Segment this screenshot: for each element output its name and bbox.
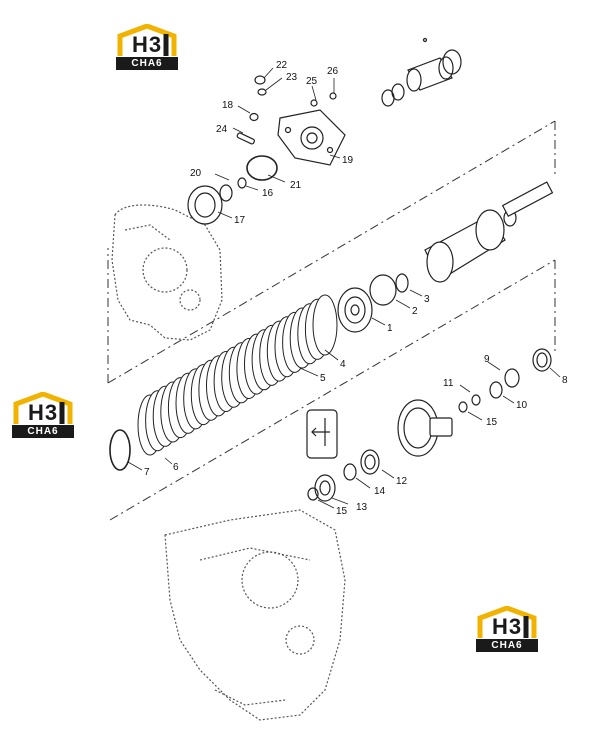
callout-15-left: 15 bbox=[336, 506, 348, 517]
callout-25: 25 bbox=[306, 76, 318, 87]
callout-13: 13 bbox=[356, 502, 368, 513]
brand-mark: H3 bbox=[27, 400, 59, 425]
brand-logo-left: H3 CHA6 bbox=[12, 392, 74, 438]
house-logo-icon bbox=[477, 606, 537, 638]
callout-10: 10 bbox=[516, 400, 528, 411]
bearing-group-upper bbox=[187, 177, 247, 225]
clutch-disc bbox=[312, 294, 338, 356]
callout-21: 21 bbox=[290, 180, 302, 191]
brand-mark: H3 bbox=[131, 32, 163, 57]
callout-8: 8 bbox=[562, 375, 568, 386]
brand-mark: H3 bbox=[491, 614, 523, 639]
house-logo-icon bbox=[13, 392, 73, 424]
leader-lines bbox=[127, 67, 561, 509]
brand-sub: CHA6 bbox=[476, 639, 538, 652]
callout-18: 18 bbox=[222, 100, 234, 111]
piston-group bbox=[381, 37, 462, 107]
bearing-group-lower bbox=[306, 409, 338, 502]
callout-7: 7 bbox=[144, 467, 150, 478]
clutch-disc-stack bbox=[137, 294, 338, 456]
lower-housing-outline bbox=[164, 509, 346, 721]
callout-16: 16 bbox=[262, 188, 274, 199]
callout-19: 19 bbox=[342, 155, 354, 166]
callout-9: 9 bbox=[484, 354, 490, 365]
callout-24: 24 bbox=[216, 124, 228, 135]
brand-sub: CHA6 bbox=[116, 57, 178, 70]
right-small-parts bbox=[458, 348, 552, 413]
callout-12: 12 bbox=[396, 476, 408, 487]
gear-1 bbox=[337, 287, 373, 333]
callout-4: 4 bbox=[340, 359, 346, 370]
callout-3: 3 bbox=[424, 294, 430, 305]
snap-ring-7 bbox=[109, 429, 131, 471]
callout-1: 1 bbox=[387, 323, 393, 334]
callout-20: 20 bbox=[190, 168, 202, 179]
clutch-hub bbox=[369, 181, 554, 306]
gear-12 bbox=[343, 399, 453, 481]
brand-logo-bottom: H3 CHA6 bbox=[476, 606, 538, 652]
cover-plate-group bbox=[236, 75, 346, 181]
brand-logo-top: H3 CHA6 bbox=[116, 24, 178, 70]
brand-sub: CHA6 bbox=[12, 425, 74, 438]
callout-23: 23 bbox=[286, 72, 298, 83]
callout-5: 5 bbox=[320, 373, 326, 384]
callout-11: 11 bbox=[443, 378, 454, 389]
callout-6: 6 bbox=[173, 462, 179, 473]
upper-housing-outline bbox=[111, 204, 223, 341]
callout-15-right: 15 bbox=[486, 417, 498, 428]
callout-labels: 1 2 3 4 5 6 7 8 9 10 11 12 13 14 15 15 1… bbox=[144, 60, 568, 517]
house-logo-icon bbox=[117, 24, 177, 56]
callout-2: 2 bbox=[412, 306, 418, 317]
callout-22: 22 bbox=[276, 60, 288, 71]
callout-26: 26 bbox=[327, 66, 339, 77]
callout-14: 14 bbox=[374, 486, 386, 497]
callout-17: 17 bbox=[234, 215, 246, 226]
